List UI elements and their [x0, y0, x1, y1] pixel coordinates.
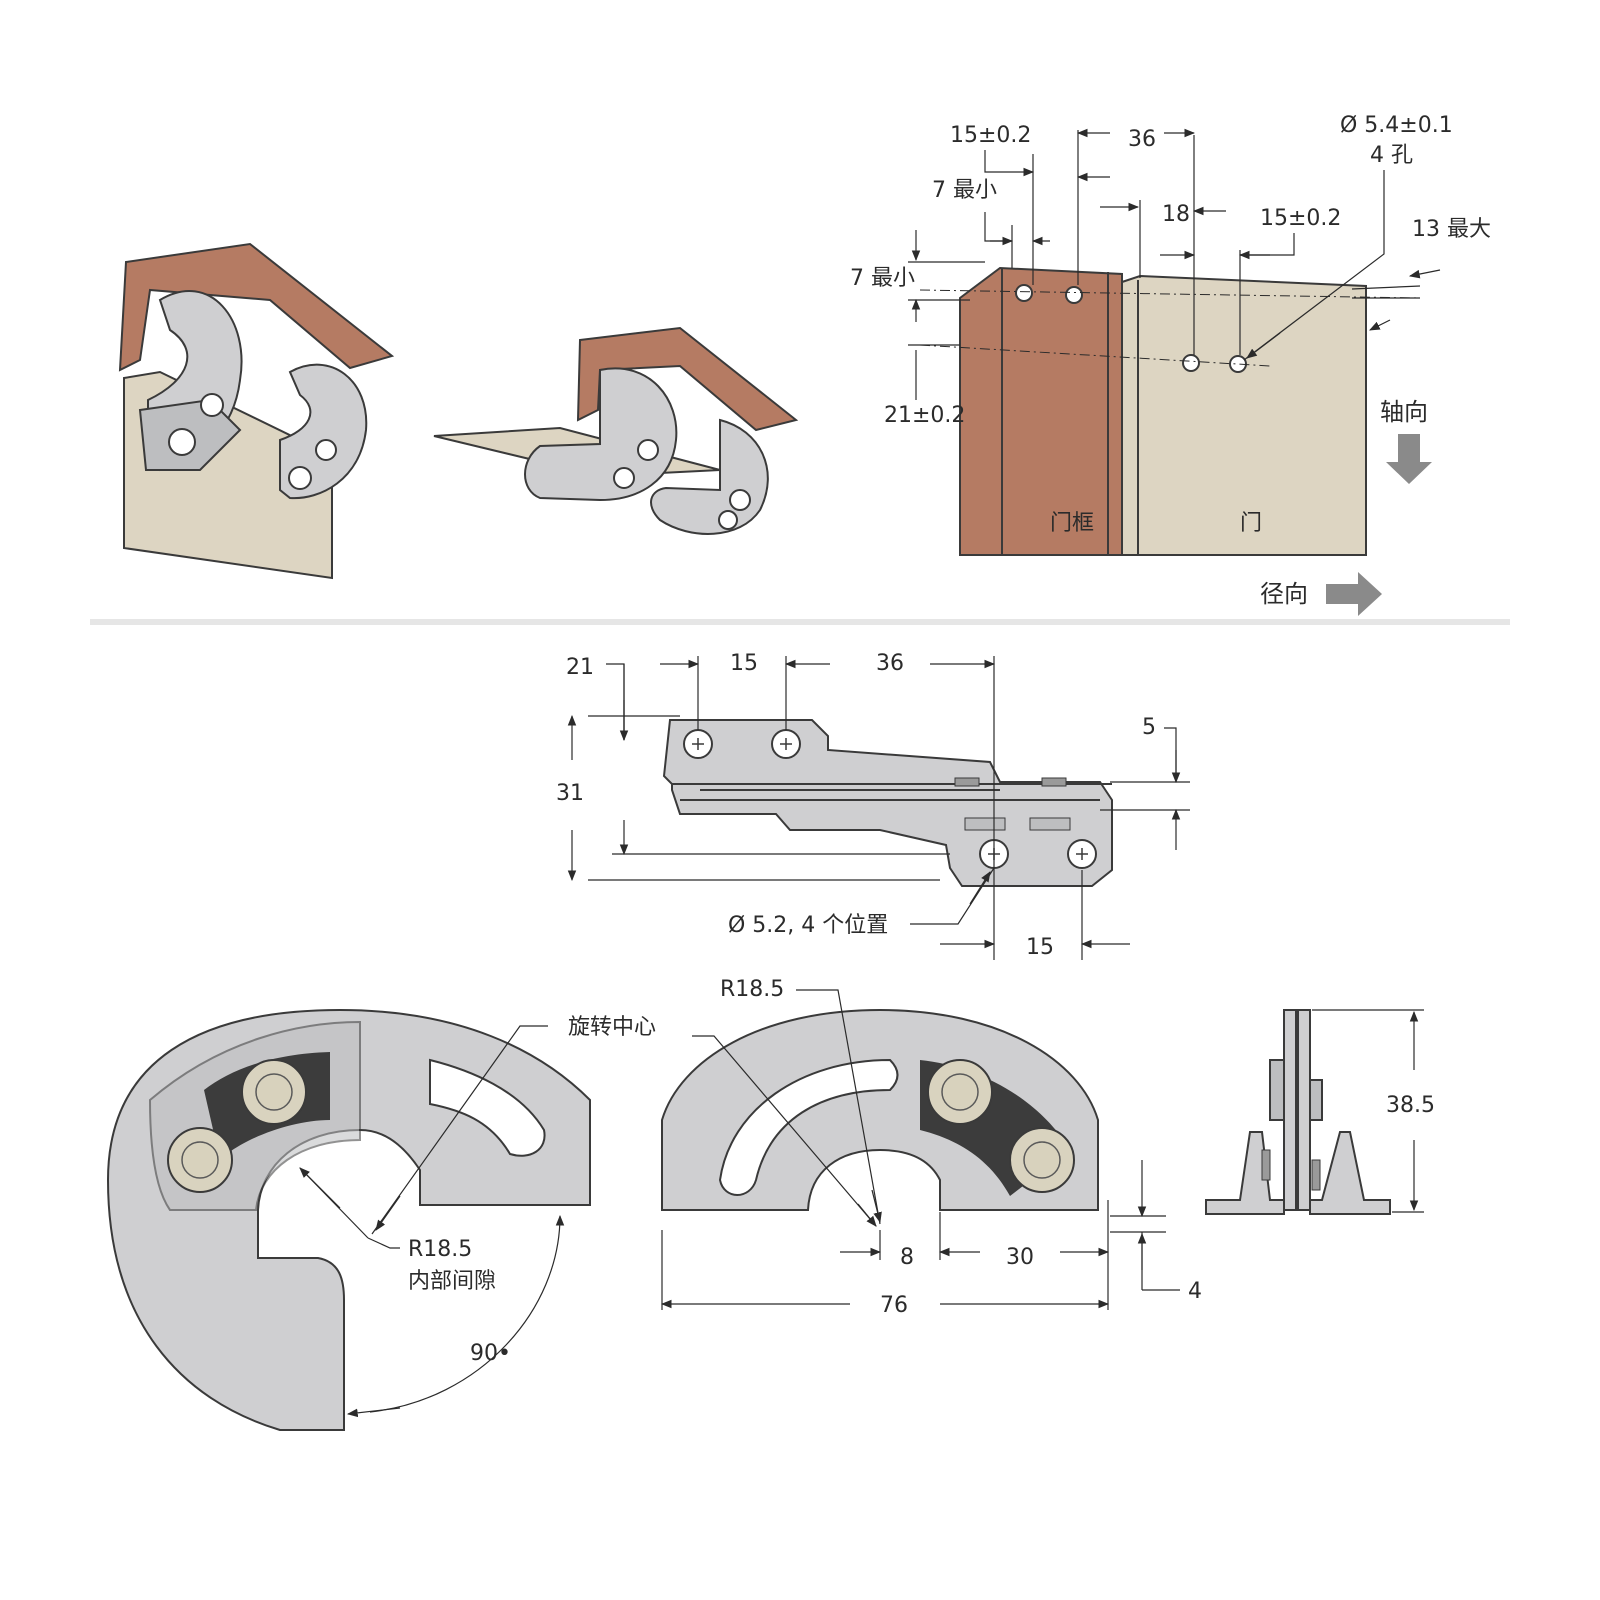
dim-15-b: 15±0.2: [1260, 206, 1341, 231]
iso-view-open: [433, 326, 799, 535]
iso-view-closed: [118, 242, 395, 580]
dim-5: 5: [1142, 715, 1156, 740]
label-rotation-center: 旋转中心: [568, 1015, 656, 1040]
dim-angle: 90•: [470, 1341, 511, 1366]
hinge-90-view: 旋转中心 R18.5 内部间隙 90•: [106, 1008, 656, 1431]
hinge-closed-view: R18.5 8 30 76 4: [660, 977, 1202, 1318]
dim-30: 30: [1006, 1245, 1034, 1270]
dim-36-side: 36: [876, 651, 904, 676]
door-hole-1: [1182, 354, 1200, 372]
hole-spec-2: 4 孔: [1370, 143, 1413, 168]
dim-21: 21±0.2: [884, 403, 965, 428]
hinge-end-view: 38.5: [1205, 1009, 1435, 1215]
dim-36-top: 36: [1128, 127, 1156, 152]
dim-r185-center: R18.5: [720, 977, 784, 1002]
dim-15-side: 15: [730, 651, 758, 676]
frame-hole-2: [1065, 286, 1083, 304]
dim-15-bottom: 15: [1026, 935, 1054, 960]
drilling-pattern-view: 15±0.2 36 7 最小 18 15±0.2 Ø 5.4±0.1 4 孔 1…: [850, 113, 1491, 616]
hole-positions: Ø 5.2, 4 个位置: [728, 913, 888, 938]
dim-21-side: 21: [566, 655, 594, 680]
door-hole-2: [1229, 355, 1247, 373]
dim-15-a: 15±0.2: [950, 123, 1031, 148]
dim-8: 8: [900, 1245, 914, 1270]
radial-arrow-icon: [1326, 572, 1382, 616]
dim-385: 38.5: [1386, 1093, 1435, 1118]
dim-31: 31: [556, 781, 584, 806]
axial-arrow-icon: [1386, 434, 1432, 484]
label-inner-clearance: 内部间隙: [408, 1269, 496, 1294]
label-axial: 轴向: [1380, 398, 1428, 426]
dim-76: 76: [880, 1293, 908, 1318]
dim-7min-b: 7 最小: [850, 266, 915, 291]
dim-13max: 13 最大: [1412, 217, 1491, 242]
dim-18: 18: [1162, 202, 1190, 227]
label-radial: 径向: [1260, 580, 1308, 608]
hole-spec-1: Ø 5.4±0.1: [1340, 113, 1453, 138]
label-door: 门: [1240, 511, 1262, 536]
dim-4: 4: [1188, 1279, 1202, 1304]
dim-r185-inner: R18.5: [408, 1237, 472, 1262]
label-frame: 门框: [1050, 511, 1094, 536]
side-view: 21 15 36 5 31 Ø 5.2, 4 个位置 15: [556, 651, 1190, 960]
dim-7min-a: 7 最小: [932, 178, 997, 203]
frame-hole-1: [1015, 284, 1033, 302]
